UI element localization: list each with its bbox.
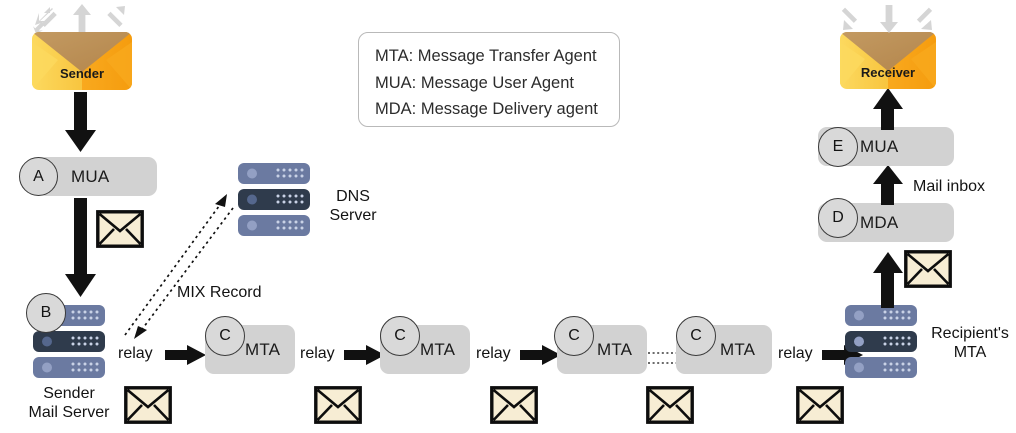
recipient-mta-server-icon: [845, 305, 917, 378]
sender-mail-server-label: Sender Mail Server: [21, 385, 117, 423]
envelope-icon-mta-3: [646, 386, 694, 424]
dns-label-line2: Server: [329, 206, 377, 224]
recipient-mta-label: Recipient's MTA: [925, 325, 1015, 363]
step-c-1-letter: C: [219, 327, 231, 344]
mta-label-1: MTA: [245, 339, 281, 359]
legend-line-mda: MDA: Message Delivery agent: [375, 100, 598, 119]
arrow-mua-to-receiver: [873, 88, 903, 130]
mix-record-label: MIX Record: [177, 284, 262, 301]
receiver-inbound-arrows-icon: [841, 5, 933, 33]
sender-mua-label: MUA: [71, 166, 110, 186]
legend-line-mta: MTA: Message Transfer Agent: [375, 47, 597, 65]
step-e-letter: E: [832, 138, 844, 155]
step-circle-a: A: [19, 157, 58, 196]
envelope-icon-mta-1: [314, 386, 362, 424]
arrow-mua-to-mailserver: [65, 198, 96, 297]
arrow-relay-2: [344, 345, 385, 365]
relay-label-3: relay: [476, 345, 511, 362]
arrow-relay-1: [165, 345, 206, 365]
arrow-sender-to-mua: [65, 92, 96, 152]
mail-inbox-label: Mail inbox: [913, 178, 986, 195]
mta-label-4: MTA: [720, 339, 756, 359]
recipient-mta-line1: Recipient's: [931, 325, 1009, 342]
step-circle-c-2: C: [380, 316, 420, 356]
sender-envelope-label: Sender: [59, 66, 105, 81]
relay-label-1: relay: [118, 345, 153, 362]
dns-label-line1: DNS: [336, 188, 370, 205]
sender-envelope-icon: Sender: [32, 32, 132, 90]
envelope-icon-mailserver: [124, 386, 172, 424]
arrow-relay-3: [520, 345, 561, 365]
step-d-letter: D: [832, 209, 844, 226]
envelope-icon-sender-mua: [96, 210, 144, 248]
dns-server-label: DNS Server: [320, 188, 386, 226]
sender-mail-server-line1: Sender: [43, 385, 95, 402]
relay-label-4: relay: [778, 345, 813, 362]
legend-line-mua: MUA: Message User Agent: [375, 73, 574, 92]
envelope-icon-mta-2: [490, 386, 538, 424]
step-circle-c-3: C: [554, 316, 594, 356]
receiver-envelope-label: Receiver: [860, 65, 916, 80]
step-circle-c-1: C: [205, 316, 245, 356]
mta-chain-continuation-dots: [648, 352, 677, 364]
arrow-recipientmta-to-mda: [873, 252, 903, 308]
envelope-icon-mda: [904, 250, 952, 288]
step-circle-b: B: [26, 293, 66, 333]
sender-outbound-arrows-icon: [33, 4, 125, 34]
recipient-mta-line2: MTA: [953, 343, 987, 361]
step-circle-c-4: C: [676, 316, 716, 356]
recipient-mda-label: MDA: [860, 212, 899, 232]
step-c-2-letter: C: [394, 327, 406, 344]
relay-label-2: relay: [300, 345, 335, 362]
mta-label-3: MTA: [597, 339, 633, 359]
step-c-4-letter: C: [690, 327, 702, 344]
step-a-letter: A: [33, 167, 44, 185]
step-circle-e: E: [818, 127, 858, 167]
step-circle-d: D: [818, 198, 858, 238]
dns-query-response-arrows: [124, 194, 234, 339]
mta-label-2: MTA: [420, 339, 456, 359]
recipient-mua-label: MUA: [860, 136, 899, 156]
dns-server-icon: [238, 163, 310, 236]
arrow-mda-to-mua: [873, 165, 903, 205]
sender-mail-server-line2: Mail Server: [28, 403, 110, 421]
receiver-envelope-icon: Receiver: [840, 32, 936, 89]
envelope-icon-recipient-mta: [796, 386, 844, 424]
step-b-letter: B: [40, 304, 52, 321]
acronym-legend: MTA: Message Transfer Agent MUA: Message…: [358, 32, 620, 127]
step-c-3-letter: C: [568, 327, 580, 344]
